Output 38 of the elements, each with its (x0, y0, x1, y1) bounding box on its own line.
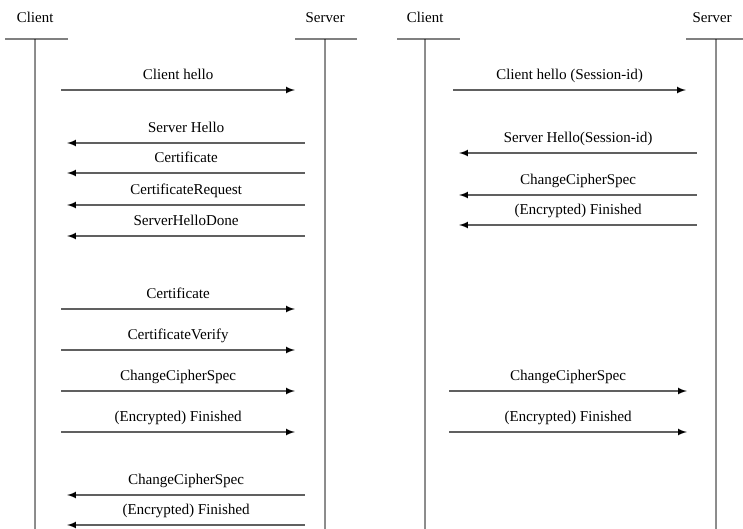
arrow (460, 222, 697, 228)
edge-label: ChangeCipherSpec (519, 172, 637, 188)
edge-label: Certificate (153, 150, 219, 164)
lifeline: Client (396, 12, 460, 529)
edge-label: (Encrypted) Finished (113, 410, 243, 426)
arrow (61, 388, 294, 394)
edge-label: Server Hello (146, 120, 226, 134)
arrow (61, 306, 294, 312)
arrow (68, 140, 305, 146)
edge-label: Client hello (142, 68, 214, 80)
arrow (453, 87, 684, 93)
arrow (449, 429, 686, 435)
edge-label: (Encrypted) Finished (503, 410, 633, 426)
arrow (68, 170, 305, 176)
edge-label: (Encrypted) Finished (121, 502, 251, 518)
arrow (61, 87, 294, 93)
edge-label: CertificateVerify (126, 327, 230, 344)
arrow (61, 429, 294, 435)
edge-label: ChangeCipherSpec (127, 472, 245, 488)
arrow (68, 522, 305, 528)
arrow (68, 492, 305, 498)
arrow (61, 347, 294, 353)
edge-label: (Encrypted) Finished (513, 202, 643, 218)
lifeline: Server (686, 12, 743, 529)
lifeline: Client (4, 12, 68, 529)
edge-label: Client hello (Session-id) (495, 68, 644, 84)
edge-label: Server Hello(Session-id) (502, 130, 654, 146)
arrow (449, 388, 686, 394)
edge-label: Certificate (145, 286, 211, 300)
edge-label: ChangeCipherSpec (119, 368, 237, 384)
edge-label: ServerHelloDone (132, 214, 240, 226)
edge-label: ChangeCipherSpec (509, 368, 627, 384)
lifeline: Server (294, 12, 358, 529)
arrow (68, 202, 305, 208)
arrow (460, 150, 697, 156)
arrow (68, 233, 305, 239)
edge-label: CertificateRequest (129, 182, 243, 198)
arrow (460, 192, 697, 198)
